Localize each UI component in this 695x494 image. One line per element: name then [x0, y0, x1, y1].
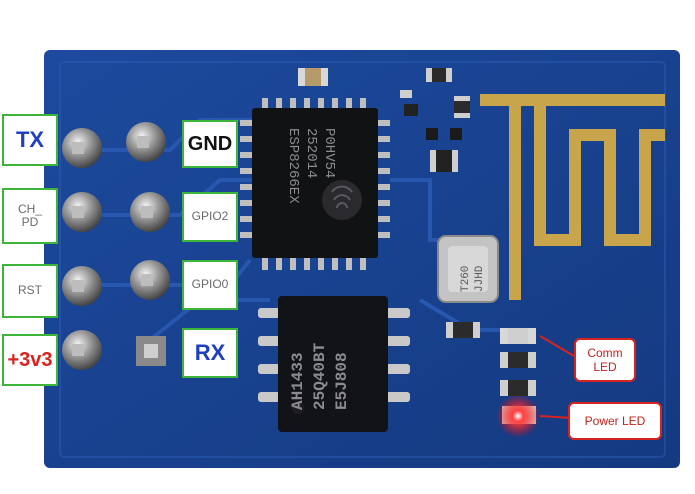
- chip-main-line2: 252014: [303, 128, 319, 178]
- chip-flash-line2: 25Q40BT: [311, 342, 329, 410]
- crystal-line2: JJHD: [474, 265, 486, 292]
- power-led-glow: [496, 394, 540, 438]
- pin-label-gpio2: GPIO2: [182, 192, 238, 242]
- pin-label-gnd: GND: [182, 120, 238, 168]
- callout-power-led: Power LED: [568, 402, 662, 440]
- crystal-line1: T260: [460, 266, 472, 292]
- pin-label-tx: TX: [2, 114, 58, 166]
- pin-label-gpio0: GPIO0: [182, 260, 238, 310]
- flash-chip: [258, 296, 410, 432]
- pin-label-ch-pd: CH_ PD: [2, 188, 58, 244]
- smd-components: [298, 68, 536, 424]
- pin-label-rst: RST: [2, 264, 58, 318]
- header-pins: [62, 122, 170, 370]
- callout-comm-led: Comm LED: [574, 338, 636, 382]
- esp8266-chip: [240, 98, 390, 270]
- chip-main-line3: P0HV54: [321, 128, 337, 178]
- pin-label-rx: RX: [182, 328, 238, 378]
- chip-main-line1: ESP8266EX: [285, 128, 301, 204]
- pin-label-3v3: +3v3: [2, 334, 58, 386]
- chip-flash-line3: E5J808: [333, 352, 351, 410]
- pcb-antenna: [480, 94, 665, 300]
- crystal-oscillator: [437, 235, 499, 303]
- chip-flash-line1: AH1433: [289, 352, 307, 410]
